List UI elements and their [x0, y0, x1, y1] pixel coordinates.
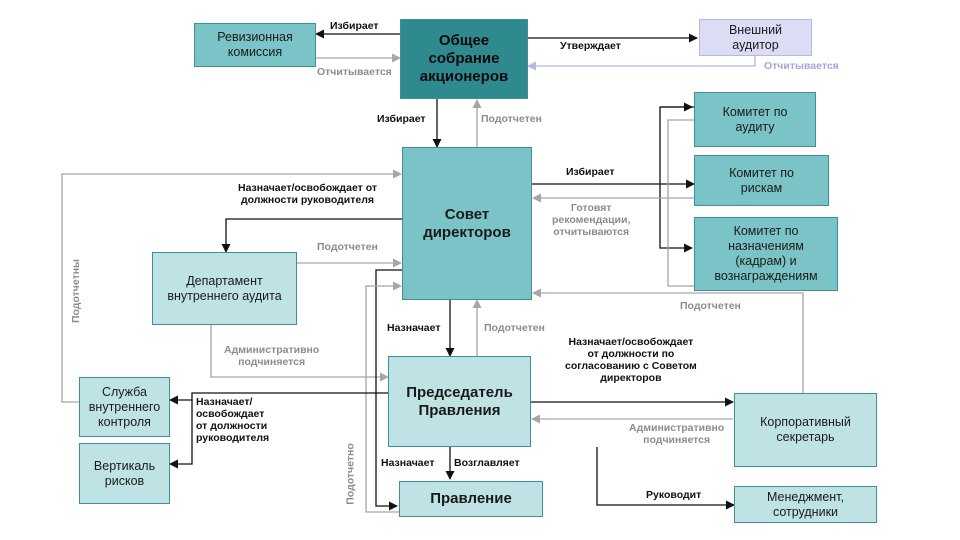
arrow-appoints-ia-head — [221, 218, 402, 253]
label-appoints-chairman: Назначает — [387, 322, 441, 334]
revision-commission-box[interactable]: Ревизионная комиссия — [194, 23, 316, 67]
internal-audit-box[interactable]: Департамент внутреннего аудита — [152, 252, 297, 325]
label-elects-revision: Избирает — [330, 20, 379, 32]
label-elects-board: Избирает — [377, 113, 426, 125]
label-chairman-accountable: Подотчетен — [484, 322, 545, 334]
label-elects-committees: Избирает — [566, 166, 615, 178]
label-appoints-secretary: Назначает/освобождает от должности по со… — [565, 336, 697, 385]
label-secretary-accountable: Подотчетен — [680, 300, 741, 312]
label-revision-reports: Отчитывается — [317, 66, 392, 78]
nomination-committee-box[interactable]: Комитет по назначениям (кадрам) и вознаг… — [694, 217, 838, 291]
label-auditor-reports: Отчитывается — [764, 60, 839, 72]
board-of-directors-box[interactable]: Совет директоров — [402, 147, 532, 300]
risk-vertical-box[interactable]: Вертикаль рисков — [79, 443, 170, 504]
arrow-auditor-reports — [527, 56, 756, 71]
arrow-mb-accountable — [365, 281, 402, 513]
chairman-box[interactable]: Председатель Правления — [388, 356, 531, 447]
risk-committee-box[interactable]: Комитет по рискам — [694, 155, 829, 206]
arrow-secretary-accountable — [532, 288, 804, 393]
label-board-accountable: Подотчетен — [481, 113, 542, 125]
label-manages-staff: Руководит — [646, 489, 702, 501]
shareholders-meeting-box[interactable]: Общее собрание акционеров — [400, 19, 528, 99]
label-secretary-admin: Административно подчиняется — [629, 422, 725, 447]
arrow-appoints-ic — [169, 392, 388, 405]
corporate-secretary-box[interactable]: Корпоративный секретарь — [734, 393, 877, 467]
label-approves-auditor: Утверждает — [560, 40, 621, 52]
staff-box[interactable]: Менеджмент, сотрудники — [734, 486, 877, 523]
audit-committee-box[interactable]: Комитет по аудиту — [694, 92, 816, 147]
label-ia-admin-subordinate: Административно подчиняется — [224, 344, 320, 369]
arrow-appoints-rv — [169, 400, 193, 469]
label-mb-accountable: Подотчетно — [344, 443, 357, 505]
arrow-vertical-accountable — [61, 169, 402, 403]
label-appoints-ic-head: Назначает/ освобождает от должности руко… — [196, 396, 270, 445]
label-committees-report: Готовят рекомендации, отчитываются — [552, 202, 631, 239]
arrow-board-to-mb — [375, 269, 402, 511]
label-heads-mb: Возглавляет — [454, 457, 520, 469]
internal-control-box[interactable]: Служба внутреннего контроля — [79, 377, 170, 437]
line-committees-bracket — [659, 106, 694, 253]
management-board-box[interactable]: Правление — [399, 481, 543, 517]
arrow-committees-report — [533, 119, 694, 287]
arrow-manages-staff — [596, 447, 735, 510]
label-appoints-mb: Назначает — [381, 457, 435, 469]
label-ia-accountable: Подотчетен — [317, 241, 378, 253]
label-appoints-ia-head: Назначает/освобождает от должности руков… — [238, 182, 377, 207]
label-vertical-accountable: Подотчетны — [70, 258, 83, 324]
arrow-ia-admin-subordinate — [210, 325, 389, 382]
external-auditor-box[interactable]: Внешний аудитор — [699, 19, 812, 56]
